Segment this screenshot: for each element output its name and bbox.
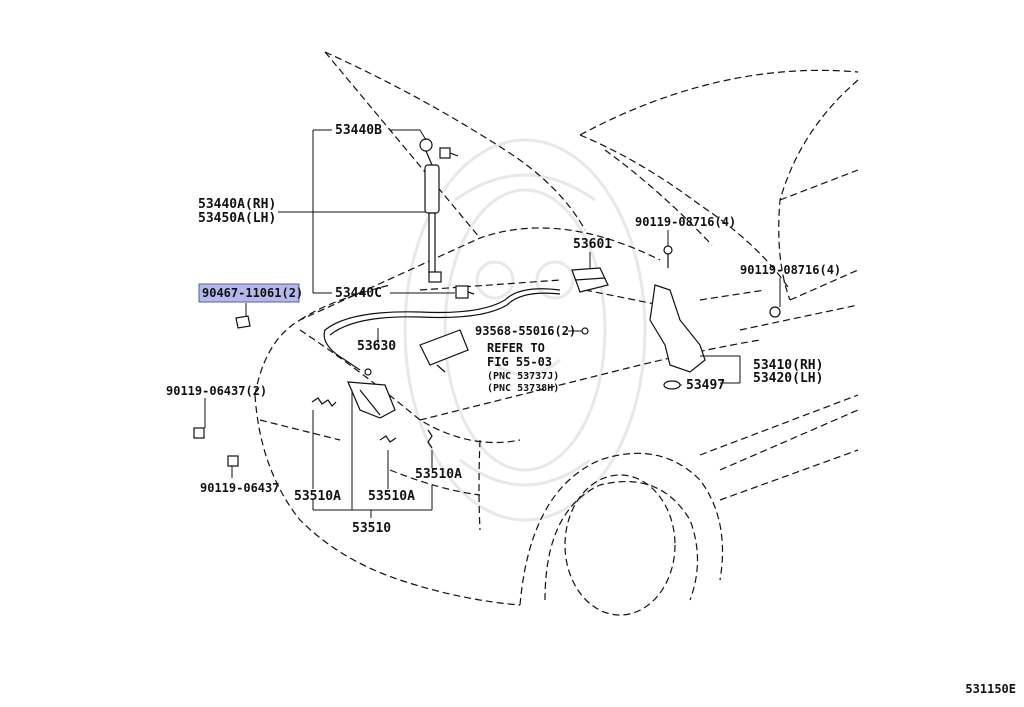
label-53440A-rh[interactable]: 53440A(RH) [198, 197, 276, 212]
bolt-53440B-part[interactable] [439, 147, 459, 159]
label-53440C[interactable]: 53440C [335, 286, 382, 301]
refer-note-line2: FIG 55-03 [487, 355, 552, 369]
label-90119-06437[interactable]: 90119-06437 [200, 481, 279, 495]
bolt-90119-06437-part[interactable] [193, 427, 239, 467]
hood-lock-bracket-part[interactable] [347, 381, 396, 419]
watermark-logo [403, 138, 647, 522]
label-53450A-lh[interactable]: 53450A(LH) [198, 211, 276, 226]
label-90119-06437-2[interactable]: 90119-06437(2) [166, 384, 267, 398]
latch-cable-part[interactable] [419, 329, 469, 373]
label-53630[interactable]: 53630 [357, 339, 396, 354]
refer-note-line4: (PNC 53738H) [487, 383, 559, 394]
selected-part-highlight [198, 283, 300, 303]
bumper-spring-part[interactable] [311, 397, 433, 449]
leader-lines [204, 129, 781, 518]
label-53410-rh[interactable]: 53410(RH) [753, 358, 823, 373]
label-53497[interactable]: 53497 [686, 378, 725, 393]
support-rod-part[interactable] [419, 138, 442, 283]
figure-code: 531150E [965, 682, 1016, 696]
label-90119-08716-right[interactable]: 90119-08716(4) [740, 263, 841, 277]
release-cable-part[interactable] [323, 288, 561, 376]
label-53510[interactable]: 53510 [352, 521, 391, 536]
hood-hinge-part[interactable] [649, 245, 781, 373]
bolt-53440C-part[interactable] [455, 285, 475, 299]
bolt-93568-part[interactable] [581, 327, 589, 335]
washer-53497-part[interactable] [663, 380, 681, 390]
label-53510A-right[interactable]: 53510A [415, 467, 462, 482]
label-53510A-left[interactable]: 53510A [294, 489, 341, 504]
clip-90467-part[interactable] [235, 315, 251, 329]
label-53420-lh[interactable]: 53420(LH) [753, 371, 823, 386]
label-53601[interactable]: 53601 [573, 237, 612, 252]
label-90467-11061[interactable]: 90467-11061(2) [202, 286, 303, 300]
refer-note-line1: REFER TO [487, 341, 545, 355]
label-53510A-middle[interactable]: 53510A [368, 489, 415, 504]
label-90119-08716-upper[interactable]: 90119-08716(4) [635, 215, 736, 229]
label-53440B[interactable]: 53440B [335, 123, 382, 138]
label-93568-55016[interactable]: 93568-55016(2) [475, 324, 576, 338]
car-body-outline [254, 51, 859, 616]
hood-lock-part[interactable] [571, 267, 609, 293]
refer-note-line3: (PNC 53737J) [487, 371, 559, 382]
